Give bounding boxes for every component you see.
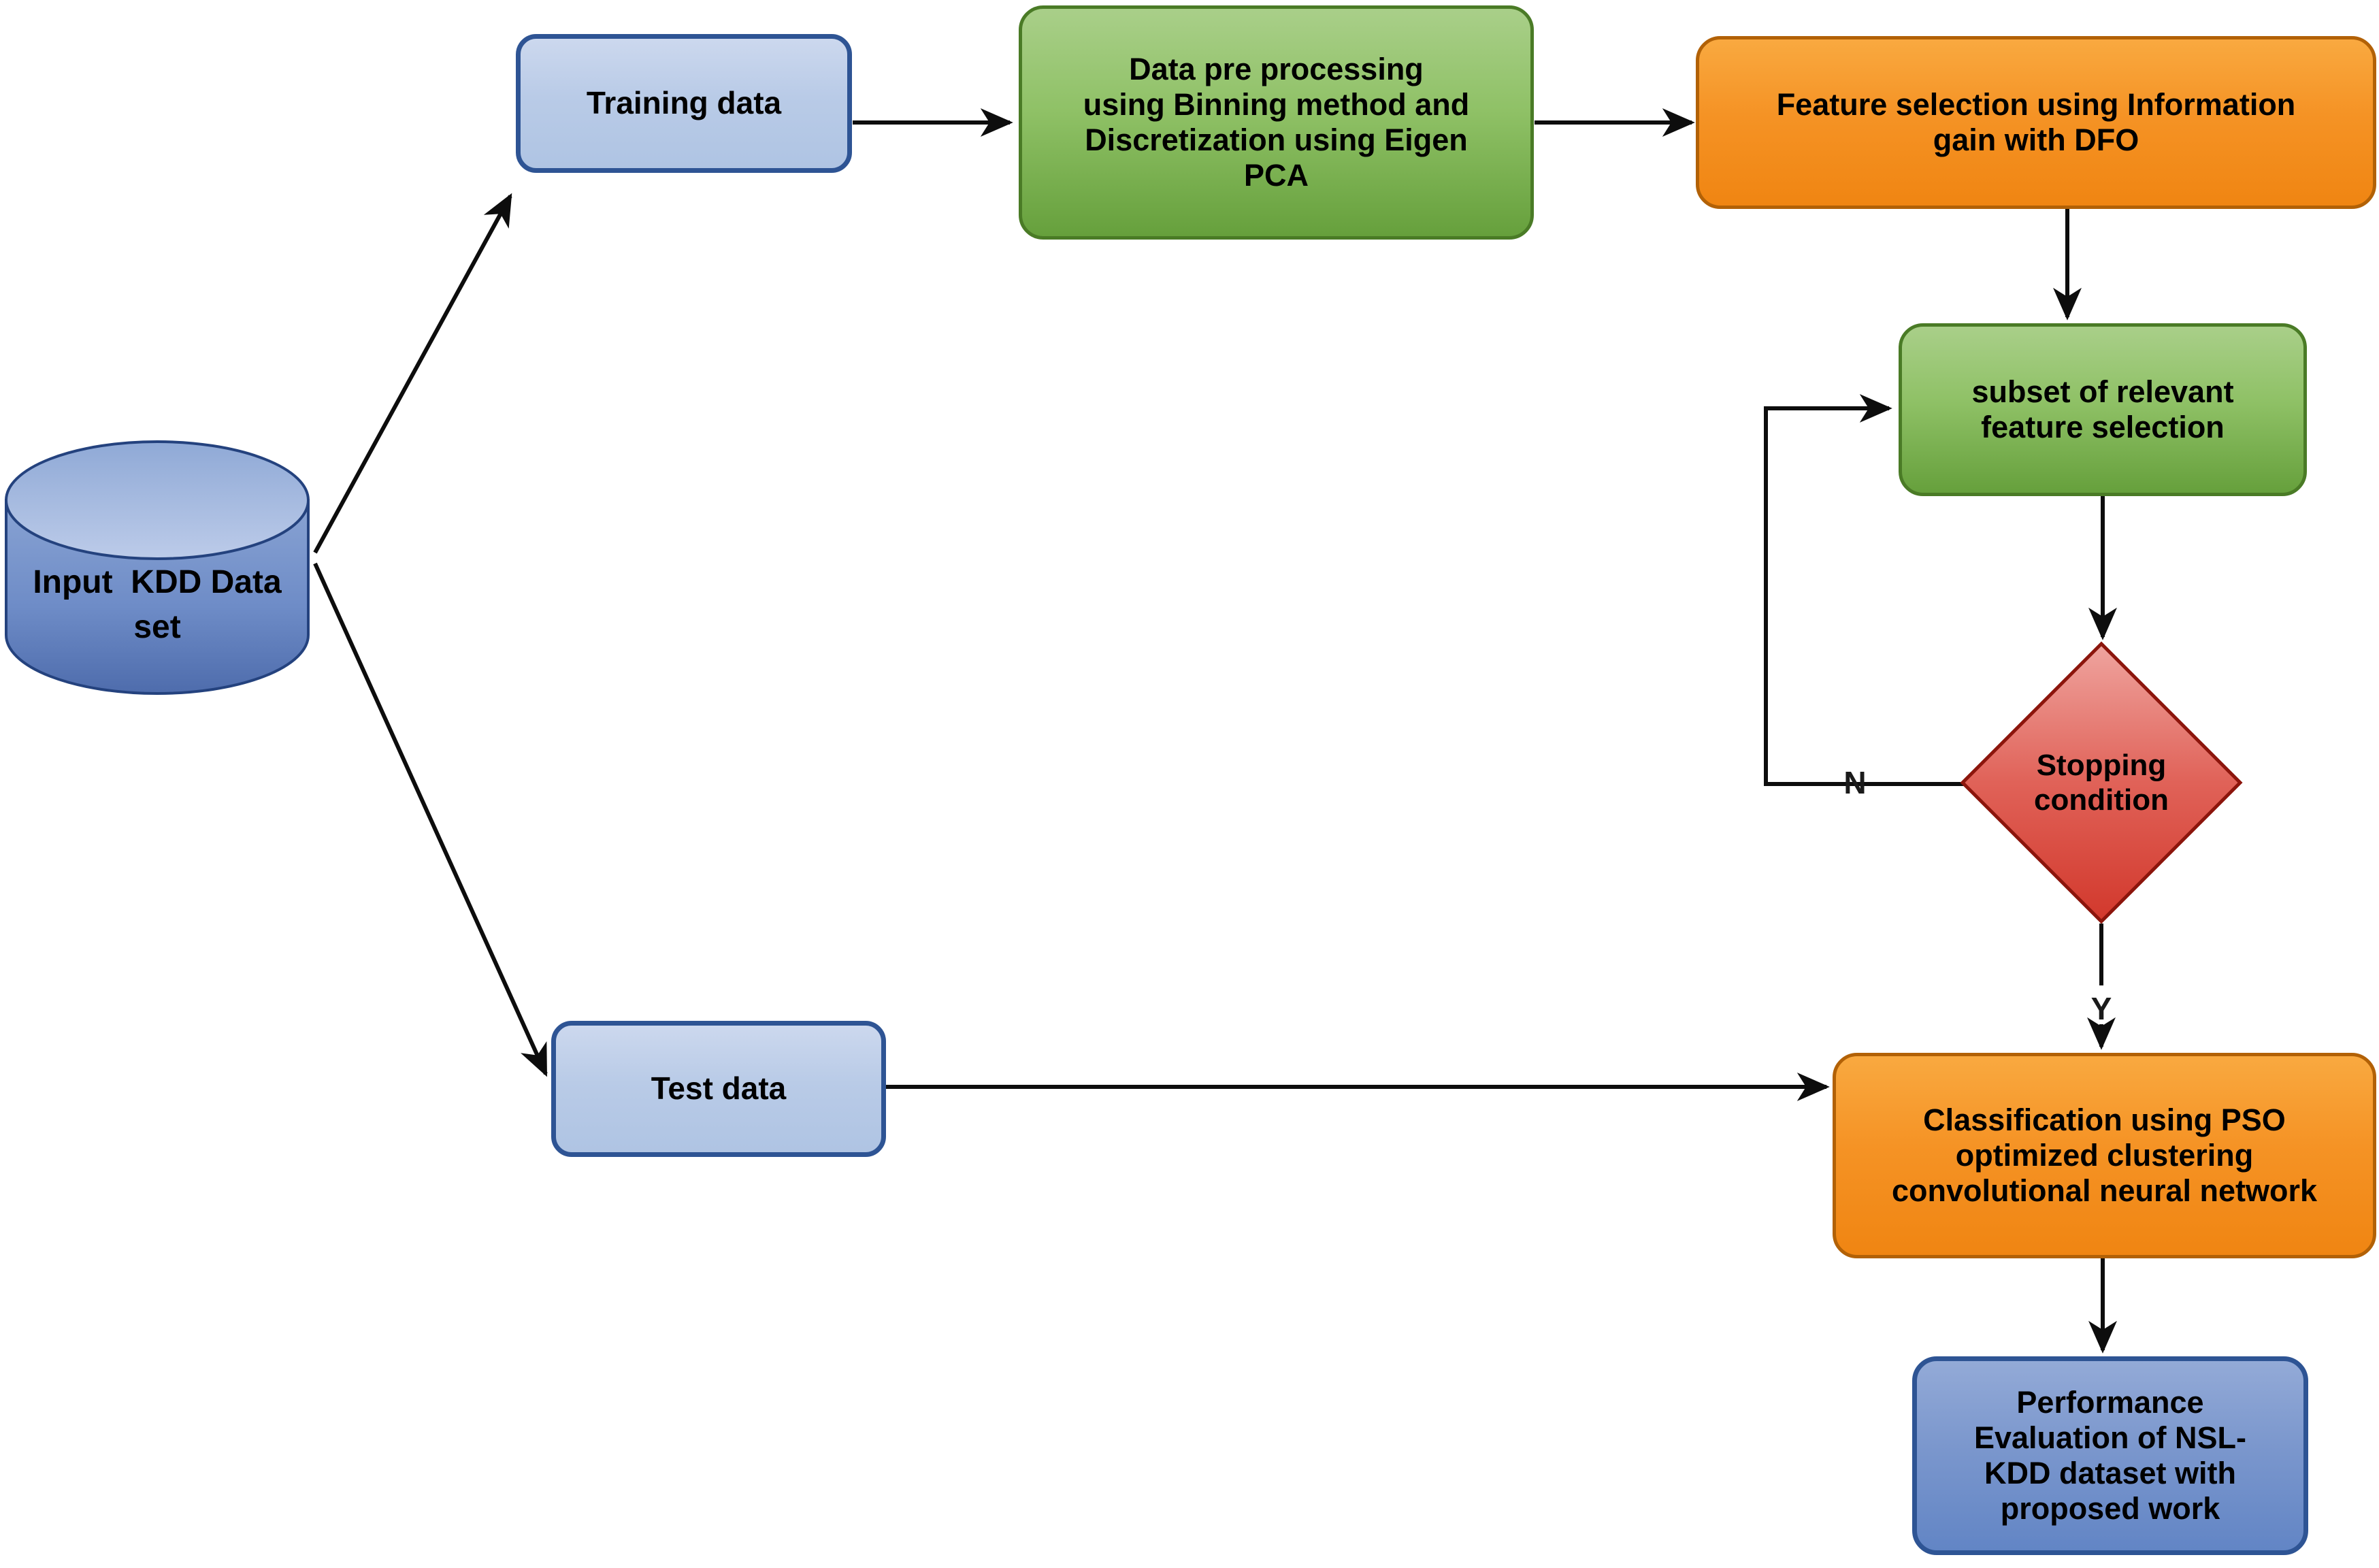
database-cylinder-icon — [5, 440, 310, 695]
training-data-box: Training data — [516, 34, 852, 173]
input-kdd-dataset-cylinder: Input KDD Data set — [3, 439, 311, 698]
arrow-input-to-test — [313, 562, 548, 1077]
subset-relevant-features-box: subset of relevant feature selection — [1899, 323, 2307, 496]
branch-label-no: N — [1843, 765, 1867, 800]
test-data-box: Test data — [551, 1021, 886, 1157]
data-preprocessing-box: Data pre processing using Binning method… — [1019, 5, 1534, 240]
training-data-label: Training data — [586, 85, 782, 121]
feature-selection-label: Feature selection using Information gain… — [1776, 86, 2296, 157]
arrow-stopping-no-loop — [1764, 394, 1964, 786]
data-preprocessing-label: Data pre processing using Binning method… — [1083, 51, 1470, 193]
test-data-label: Test data — [651, 1071, 787, 1107]
decision-diamond-icon — [1960, 641, 2243, 924]
arrow-input-to-training — [313, 193, 512, 554]
classification-box: Classification using PSO optimized clust… — [1833, 1053, 2376, 1258]
feature-selection-box: Feature selection using Information gain… — [1696, 36, 2376, 209]
input-kdd-dataset-label: Input KDD Data set — [33, 564, 282, 646]
branch-label-yes: Y — [2090, 991, 2112, 1026]
stopping-condition-diamond: Stopping condition — [1958, 640, 2244, 926]
stopping-condition-label: Stopping condition — [2034, 748, 2169, 817]
performance-evaluation-label: Performance Evaluation of NSL- KDD datas… — [1973, 1384, 2246, 1526]
performance-evaluation-box: Performance Evaluation of NSL- KDD datas… — [1912, 1356, 2308, 1555]
classification-label: Classification using PSO optimized clust… — [1891, 1102, 2318, 1209]
subset-relevant-features-label: subset of relevant feature selection — [1971, 374, 2234, 444]
